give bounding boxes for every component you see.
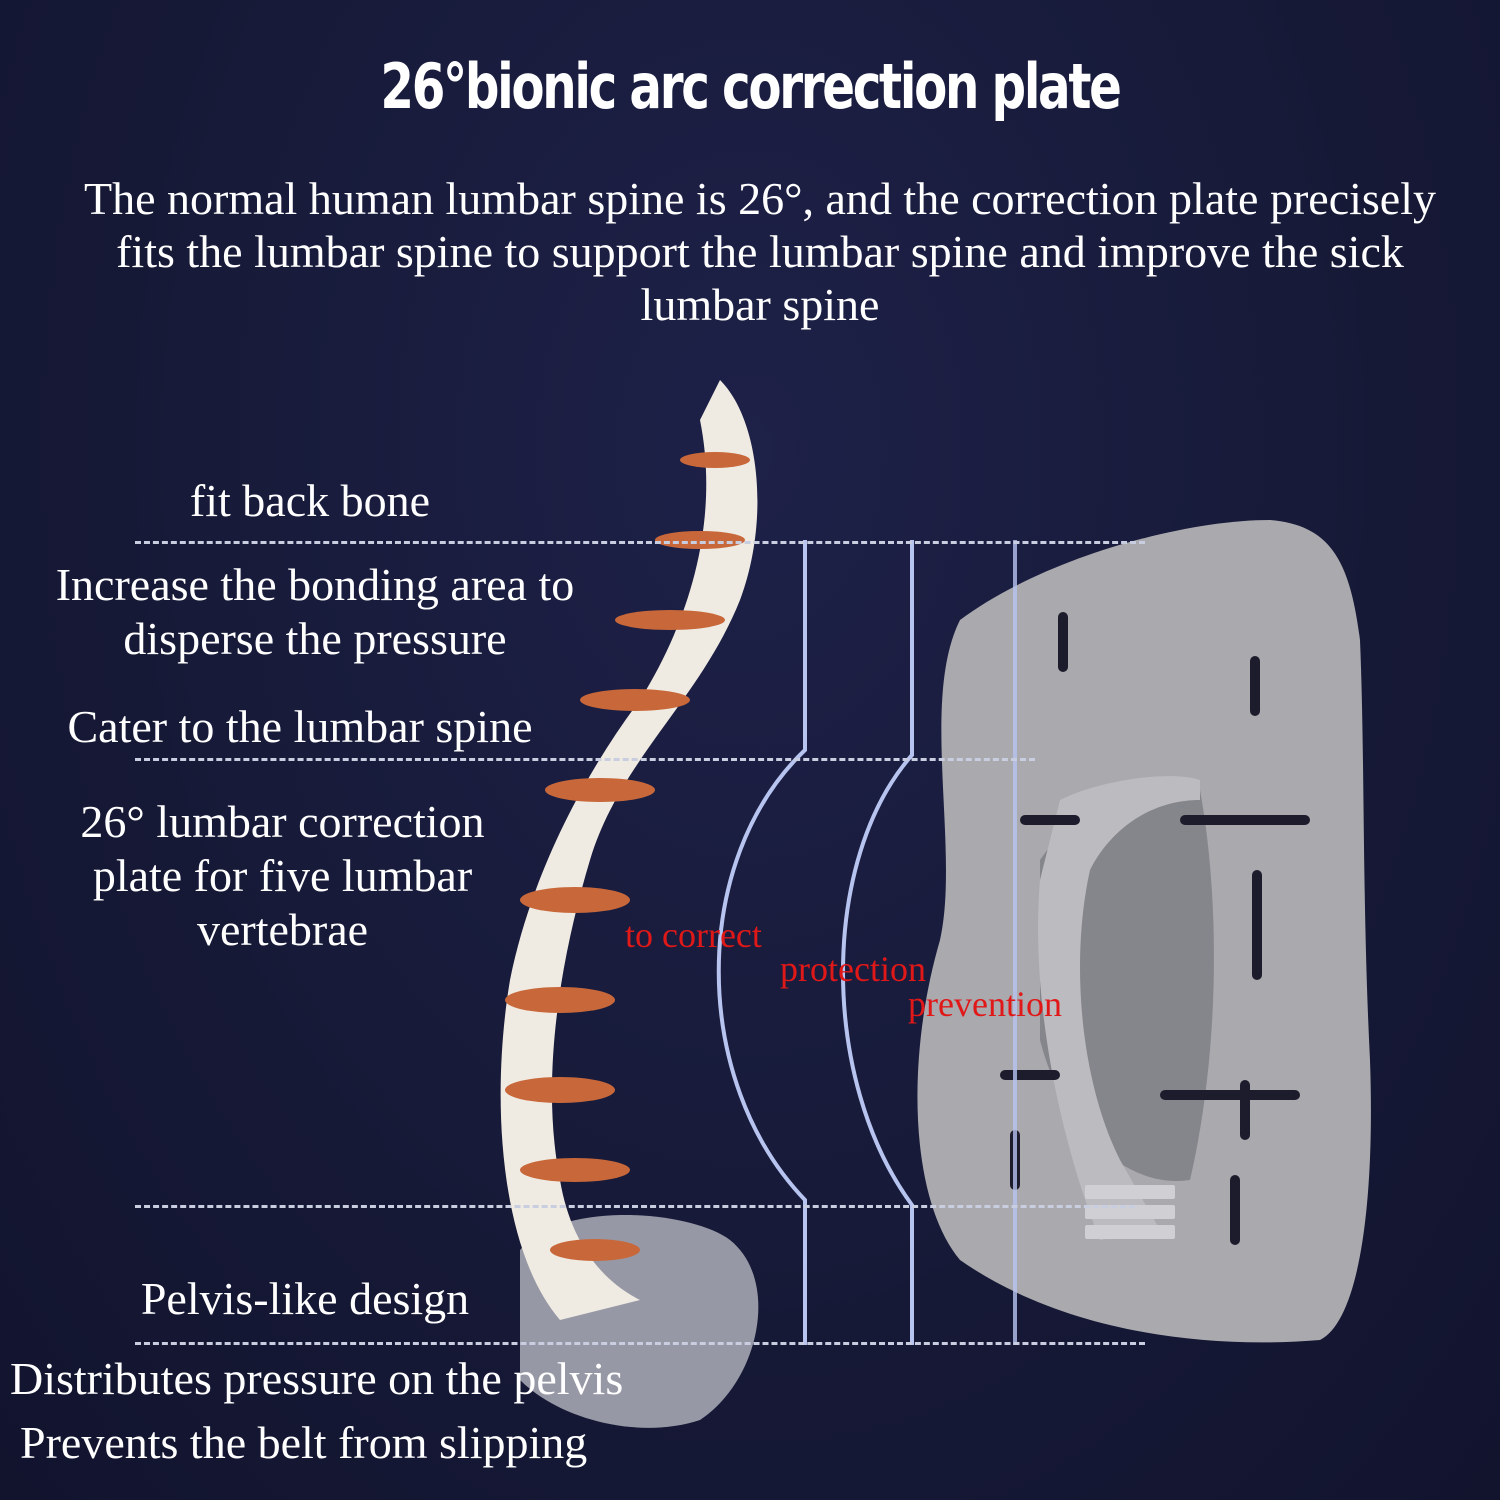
label-prevents-slipping: Prevents the belt from slipping: [20, 1417, 588, 1468]
dashed-guide-bottom: [135, 1342, 1145, 1345]
dashed-guide-lower: [135, 1205, 1135, 1208]
label-pelvis-design: Pelvis-like design: [140, 1273, 470, 1324]
label-bonding-area: Increase the bonding area to disperse th…: [55, 559, 575, 664]
label-protection: protection: [780, 949, 926, 989]
page-title: 26°bionic arc correction plate: [380, 50, 1122, 123]
label-distributes-pressure: Distributes pressure on the pelvis: [10, 1353, 624, 1404]
correction-plate-image: [917, 520, 1371, 1343]
dashed-guide-mid: [135, 758, 1035, 761]
spine-model-image: [500, 380, 759, 1428]
label-cater-lumbar: Cater to the lumbar spine: [67, 701, 533, 752]
label-lumbar-plate: 26° lumbar correction plate for five lum…: [80, 796, 485, 955]
label-prevention: prevention: [908, 984, 1062, 1024]
dashed-guide-top: [135, 541, 1145, 544]
label-fit-back-bone: fit back bone: [189, 475, 431, 526]
curve-guide-lines: [716, 540, 1017, 1345]
label-to-correct: to correct: [625, 915, 762, 955]
description-text: The normal human lumbar spine is 26°, an…: [84, 173, 1436, 330]
